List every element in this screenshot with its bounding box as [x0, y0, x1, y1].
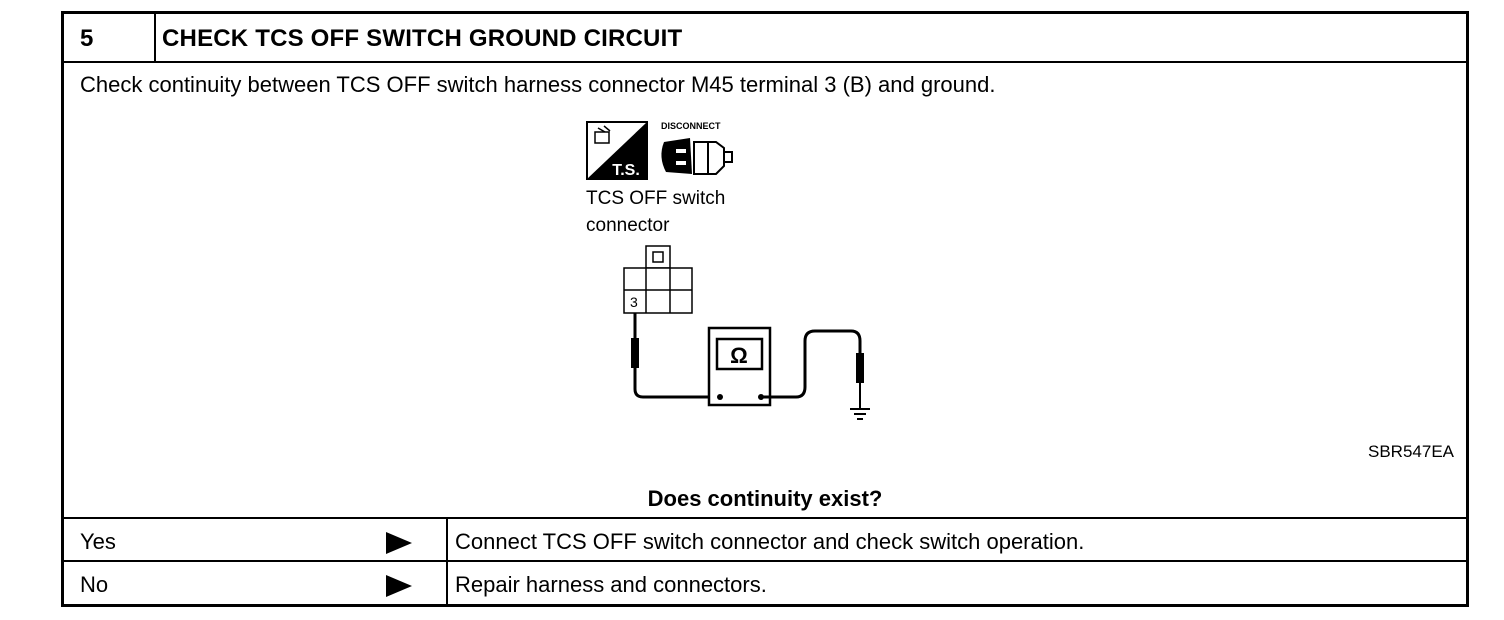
test-lead-positive [631, 313, 720, 399]
continuity-test-diagram: T.S. DISCONNECT TCS OFF switch connector… [586, 121, 870, 420]
arrow-right-icon [386, 532, 412, 554]
ts-badge-label: T.S. [612, 162, 640, 179]
column-divider [446, 519, 448, 562]
result-label-no: No [80, 572, 109, 597]
result-row-yes: Yes Connect TCS OFF switch connector and… [64, 517, 1466, 562]
result-label-yes: Yes [80, 529, 116, 554]
terminal-number: 3 [630, 294, 638, 310]
column-divider [446, 562, 448, 607]
result-row-no: No Repair harness and connectors. [64, 560, 1466, 607]
connector-label-line1: TCS OFF switch [586, 188, 725, 209]
harness-connector: 3 [623, 245, 693, 314]
figure-code: SBR547EA [1368, 442, 1454, 461]
inspection-question: Does continuity exist? [647, 486, 883, 511]
step-number: 5 [80, 25, 94, 52]
connector-label-line2: connector [586, 215, 670, 236]
ohm-symbol: Ω [730, 343, 748, 368]
disconnect-icon: DISCONNECT [661, 121, 733, 175]
step-title: CHECK TCS OFF SWITCH GROUND CIRCUIT [162, 25, 683, 52]
ohmmeter-icon: Ω [707, 326, 772, 407]
step-number-cell: 5 [64, 14, 156, 61]
test-lead-ground [761, 329, 864, 408]
instruction-text: Check continuity between TCS OFF switch … [80, 72, 996, 97]
result-action-yes: Connect TCS OFF switch connector and che… [455, 529, 1085, 554]
ts-badge-icon: T.S. [586, 121, 648, 180]
arrow-right-icon [386, 575, 412, 597]
step-header: 5 CHECK TCS OFF SWITCH GROUND CIRCUIT [64, 14, 1466, 63]
result-action-no: Repair harness and connectors. [455, 572, 767, 597]
disconnect-label: DISCONNECT [661, 121, 721, 131]
procedure-table: 5 CHECK TCS OFF SWITCH GROUND CIRCUIT Ch… [61, 11, 1469, 607]
ground-symbol-icon [850, 408, 870, 420]
